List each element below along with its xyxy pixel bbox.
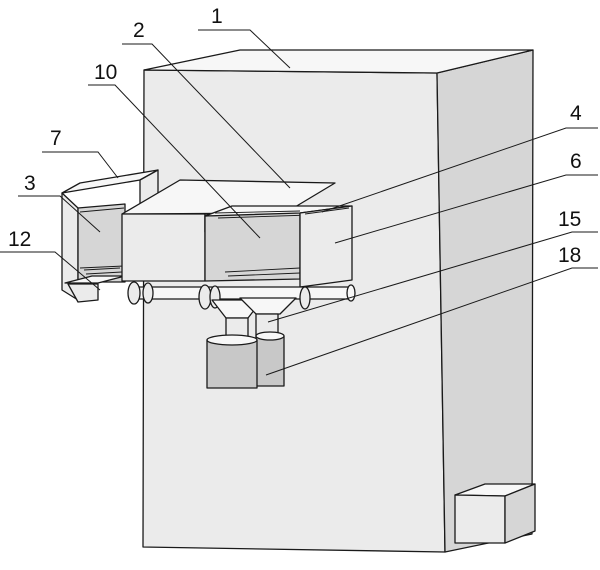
leader-12 <box>0 251 101 291</box>
leader-18 <box>265 267 598 376</box>
left-hood-assembly <box>61 169 159 303</box>
duct-3-inner <box>77 203 126 283</box>
motor-left <box>206 339 258 389</box>
motor-left-top <box>206 334 258 346</box>
grille-line <box>214 210 301 214</box>
leader-10 <box>88 84 261 239</box>
leader-6 <box>334 174 598 244</box>
small-box-side <box>504 483 536 544</box>
filter-box-edge <box>304 207 350 215</box>
pipe-15 <box>127 281 356 310</box>
fan-motors-18 <box>206 297 297 389</box>
leader-15 <box>267 231 598 323</box>
pipe-flange <box>299 286 311 310</box>
grille-line <box>83 267 121 271</box>
grille-line <box>85 271 123 275</box>
reference-labels: 1 2 10 7 3 12 4 6 15 18 <box>8 5 582 267</box>
cabinet-side-face <box>436 49 534 553</box>
grille-line <box>224 267 301 273</box>
label-6: 6 <box>570 150 582 173</box>
middle-box-front <box>121 213 206 282</box>
grille-line <box>227 272 301 277</box>
grille-line <box>217 214 311 219</box>
filter-box-6-front <box>299 205 353 288</box>
label-1: 1 <box>211 5 223 28</box>
pipe-body <box>134 286 351 300</box>
leader-2 <box>122 43 291 189</box>
leader-4 <box>321 127 598 213</box>
label-7: 7 <box>50 127 62 150</box>
motor-right-top <box>255 331 285 341</box>
cabinet-front-face <box>142 69 446 553</box>
pipe-flange <box>142 282 154 304</box>
right-duct-assembly <box>204 205 353 288</box>
duct-3-edge <box>79 207 125 213</box>
label-10: 10 <box>94 61 117 84</box>
leader-1 <box>198 29 291 69</box>
label-18: 18 <box>558 244 581 267</box>
label-2: 2 <box>133 19 145 42</box>
label-3: 3 <box>24 172 36 195</box>
cabinet-top-face <box>143 49 534 74</box>
pipe-flange <box>198 284 212 310</box>
label-4: 4 <box>570 102 582 125</box>
leader-7 <box>42 151 119 179</box>
label-12: 12 <box>8 228 31 251</box>
label-15: 15 <box>558 208 581 231</box>
leader-lines <box>0 29 598 376</box>
motor-right <box>255 335 285 387</box>
leader-3 <box>18 195 101 233</box>
small-box-front <box>454 494 506 544</box>
funnel-right <box>239 297 297 315</box>
pipe-flange-left <box>127 281 141 305</box>
duct-3-lower-edge <box>79 265 125 269</box>
base-12-front <box>67 283 99 303</box>
